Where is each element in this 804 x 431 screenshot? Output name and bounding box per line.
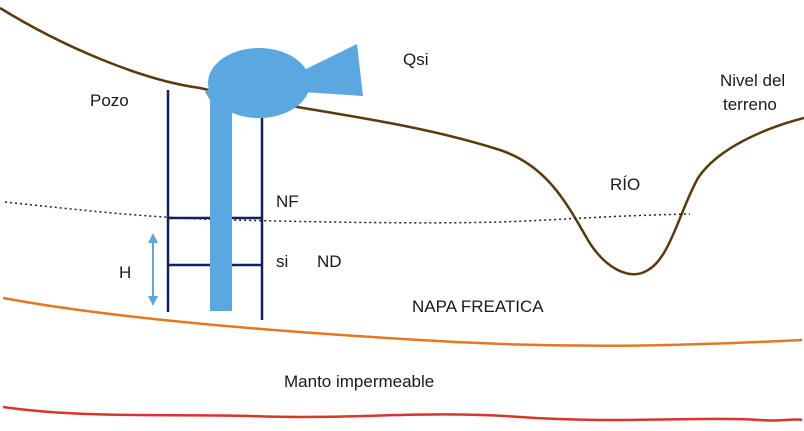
rio-label: RÍO	[610, 175, 640, 194]
pump-suction-pipe	[210, 98, 232, 311]
si-label: si	[276, 252, 288, 271]
terrain-surface-line	[0, 6, 804, 276]
h-arrow-head-down	[148, 296, 158, 306]
h-arrow-head-up	[148, 233, 158, 243]
qsi-label: Qsi	[403, 50, 429, 69]
pump-discharge-nozzle	[300, 44, 363, 96]
manto-impermeable-boundary	[2, 405, 803, 422]
pump-body	[208, 48, 310, 118]
water-table-line	[4, 201, 691, 224]
pump-intake-elbow	[205, 88, 226, 100]
nivel-terreno-label-line2: terreno	[723, 95, 777, 114]
nd-label: ND	[317, 252, 342, 271]
pozo-label: Pozo	[90, 91, 129, 110]
manto-impermeable-label: Manto impermeable	[284, 372, 434, 391]
h-label: H	[119, 263, 131, 282]
napa-freatica-label: NAPA FREATICA	[412, 297, 544, 316]
nivel-terreno-label-line1: Nivel del	[720, 71, 785, 90]
napa-freatica-boundary	[2, 296, 803, 348]
nf-label: NF	[276, 192, 299, 211]
